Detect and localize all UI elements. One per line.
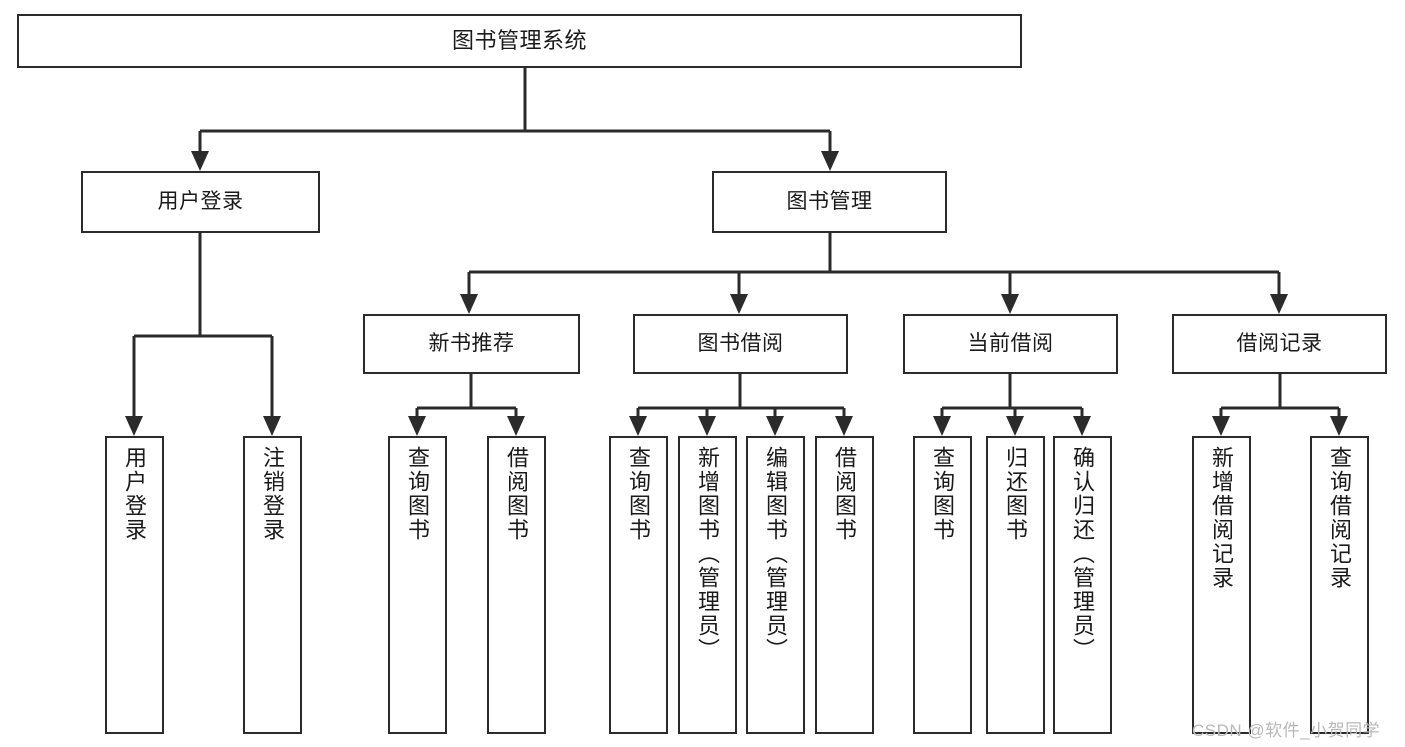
arrowhead-records-to-leaves: [1212, 416, 1230, 436]
node-label: 新增图书（管理员）: [695, 446, 721, 662]
arrowhead-bookmgmt-to-tier3: [730, 294, 748, 314]
arrowhead-current-to-leaves: [933, 416, 951, 436]
arrowhead-root-to-tier2: [191, 151, 209, 171]
node-label: 归还图书: [1003, 446, 1029, 542]
node-label: 当前借阅: [967, 331, 1054, 355]
node-label: 用户登录: [157, 189, 244, 213]
node-root[interactable]: 图书管理系统: [17, 14, 1022, 68]
node-leaf4[interactable]: 借阅图书: [487, 436, 546, 734]
arrowhead-borrow-to-leaves: [835, 416, 853, 436]
arrowhead-borrow-to-leaves: [766, 416, 784, 436]
arrowhead-records-to-leaves: [1330, 416, 1348, 436]
node-label: 查询图书: [930, 446, 956, 542]
node-login[interactable]: 用户登录: [81, 171, 320, 233]
node-label: 图书借阅: [697, 331, 784, 355]
node-leaf3[interactable]: 查询图书: [388, 436, 447, 734]
csdn-watermark: CSDN @软件_小贺同学: [1192, 721, 1381, 740]
node-leaf5[interactable]: 查询图书: [609, 436, 668, 734]
node-leaf12[interactable]: 新增借阅记录: [1192, 436, 1251, 734]
arrowhead-root-to-tier2: [821, 151, 839, 171]
node-leaf9[interactable]: 查询图书: [913, 436, 972, 734]
node-label: 借阅图书: [504, 446, 530, 542]
node-label: 图书管理系统: [451, 28, 587, 54]
arrowhead-login-to-leaves: [263, 416, 281, 436]
node-label: 编辑图书（管理员）: [763, 446, 789, 662]
node-leaf1[interactable]: 用户登录: [105, 436, 164, 734]
node-label: 图书管理: [786, 189, 873, 213]
node-current[interactable]: 当前借阅: [903, 314, 1118, 374]
node-leaf8[interactable]: 借阅图书: [815, 436, 874, 734]
arrowhead-borrow-to-leaves: [698, 416, 716, 436]
node-leaf2[interactable]: 注销登录: [243, 436, 302, 734]
arrowhead-borrow-to-leaves: [629, 416, 647, 436]
node-label: 确认归还（管理员）: [1070, 446, 1096, 662]
node-leaf6[interactable]: 新增图书（管理员）: [678, 436, 737, 734]
node-label: 用户登录: [122, 446, 148, 542]
arrowhead-bookmgmt-to-tier3: [460, 294, 478, 314]
node-label: 查询图书: [626, 446, 652, 542]
node-borrow[interactable]: 图书借阅: [633, 314, 848, 374]
arrowhead-bookmgmt-to-tier3: [1001, 294, 1019, 314]
node-leaf11[interactable]: 确认归还（管理员）: [1053, 436, 1112, 734]
arrowhead-newbook-to-leaves: [408, 416, 426, 436]
arrowhead-current-to-leaves: [1006, 416, 1024, 436]
node-label: 借阅图书: [832, 446, 858, 542]
node-bookmgmt[interactable]: 图书管理: [712, 171, 947, 233]
arrowhead-current-to-leaves: [1073, 416, 1091, 436]
node-label: 查询借阅记录: [1327, 446, 1353, 590]
arrowhead-login-to-leaves: [125, 416, 143, 436]
node-label: 注销登录: [260, 446, 286, 542]
node-label: 新增借阅记录: [1209, 446, 1235, 590]
node-leaf10[interactable]: 归还图书: [986, 436, 1045, 734]
node-leaf7[interactable]: 编辑图书（管理员）: [746, 436, 805, 734]
node-label: 查询图书: [405, 446, 431, 542]
node-records[interactable]: 借阅记录: [1172, 314, 1387, 374]
node-leaf13[interactable]: 查询借阅记录: [1310, 436, 1369, 734]
arrowhead-newbook-to-leaves: [507, 416, 525, 436]
node-label: 新书推荐: [428, 331, 515, 355]
arrowhead-bookmgmt-to-tier3: [1270, 294, 1288, 314]
node-newbook[interactable]: 新书推荐: [363, 314, 580, 374]
node-label: 借阅记录: [1236, 331, 1323, 355]
